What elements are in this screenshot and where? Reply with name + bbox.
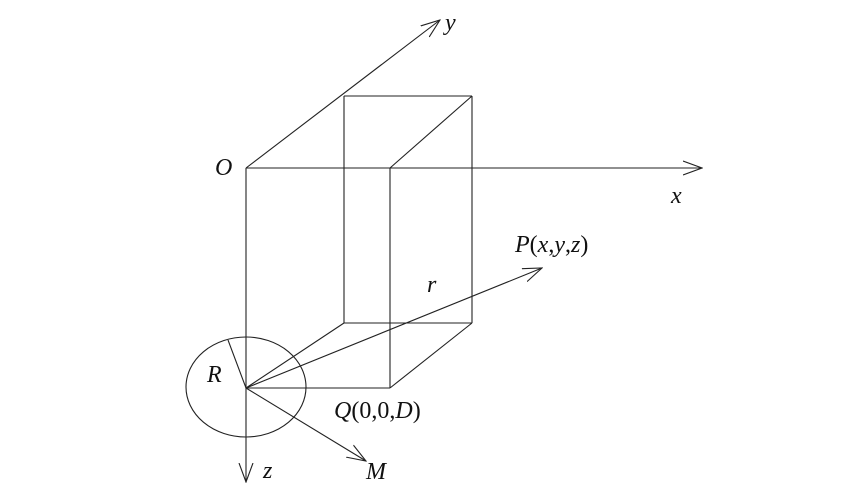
vector-to-p <box>245 268 542 389</box>
vector-m <box>245 387 366 461</box>
x-axis-label: x <box>670 183 682 209</box>
point-q-label: Q(0,0,D) <box>334 398 421 424</box>
origin-label: O <box>215 155 232 181</box>
radius-label: R <box>206 362 222 388</box>
y-axis <box>245 20 440 169</box>
radius-line <box>227 339 247 389</box>
y-axis-label: y <box>443 10 456 36</box>
z-axis-label: z <box>262 458 273 484</box>
rectangular-prism <box>245 95 473 389</box>
source-circle <box>185 336 307 438</box>
distance-label: r <box>427 272 437 298</box>
moment-label: M <box>365 459 388 485</box>
point-p-label: P(x,y,z) <box>514 232 588 258</box>
